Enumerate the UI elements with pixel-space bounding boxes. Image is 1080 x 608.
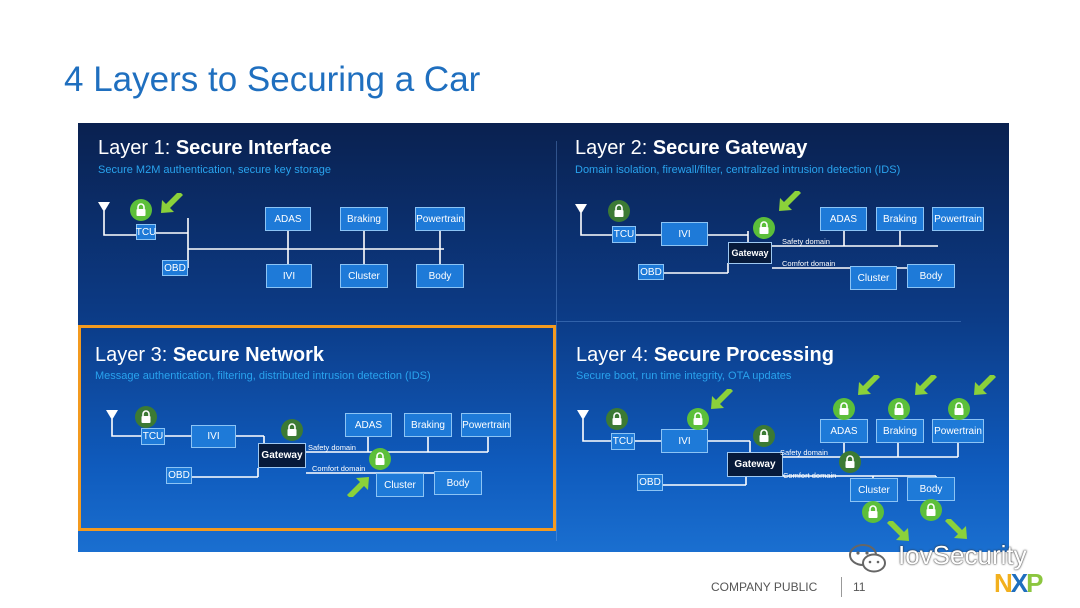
obd-box: OBD — [162, 260, 188, 276]
ivi-box: IVI — [661, 222, 708, 246]
lock-icon — [862, 501, 884, 523]
arrow-icon — [915, 375, 937, 395]
adas-box: ADAS — [820, 419, 868, 443]
cluster-box: Cluster — [340, 264, 388, 288]
arrow-icon — [161, 193, 183, 213]
layer-1-subtitle: Secure M2M authentication, secure key st… — [98, 164, 331, 176]
obd-box: OBD — [166, 467, 192, 484]
braking-box: Braking — [340, 207, 388, 231]
adas-box: ADAS — [820, 207, 867, 231]
antenna-icon — [98, 202, 110, 212]
obd-box: OBD — [637, 474, 663, 491]
adas-box: ADAS — [265, 207, 311, 231]
body-box: Body — [434, 471, 482, 495]
powertrain-box: Powertrain — [415, 207, 465, 231]
arrow-icon — [779, 191, 801, 211]
body-box: Body — [416, 264, 464, 288]
layer-2-subtitle: Domain isolation, firewall/filter, centr… — [575, 164, 901, 176]
lock-icon — [839, 451, 861, 473]
tcu-box: TCU — [136, 224, 156, 240]
braking-box: Braking — [404, 413, 452, 437]
safety-domain-label: Safety domain — [308, 443, 356, 452]
tcu-box: TCU — [141, 428, 165, 445]
cluster-box: Cluster — [850, 478, 898, 502]
antenna-icon — [577, 410, 589, 420]
nxp-logo: NXP — [994, 568, 1044, 598]
powertrain-box: Powertrain — [932, 207, 984, 231]
ivi-box: IVI — [191, 425, 236, 448]
arrow-icon — [887, 521, 909, 541]
vertical-divider — [556, 141, 557, 541]
horizontal-divider — [556, 321, 961, 322]
comfort-domain-label: Comfort domain — [312, 464, 366, 473]
watermark-text: IovSecurity — [898, 540, 1027, 570]
layer-3-subtitle: Message authentication, filtering, distr… — [95, 370, 431, 382]
braking-box: Braking — [876, 207, 924, 231]
body-box: Body — [907, 477, 955, 501]
antenna-icon — [575, 204, 587, 214]
gateway-box: Gateway — [258, 443, 306, 468]
braking-box: Braking — [876, 419, 924, 443]
ivi-box: IVI — [266, 264, 312, 288]
cluster-box: Cluster — [850, 266, 897, 290]
lock-icon — [753, 217, 775, 239]
powertrain-box: Powertrain — [932, 419, 984, 443]
layer-3-title: Layer 3: Secure Network — [95, 344, 324, 366]
arrow-icon — [347, 477, 369, 497]
powertrain-box: Powertrain — [461, 413, 511, 437]
comfort-domain-label: Comfort domain — [783, 471, 837, 480]
adas-box: ADAS — [345, 413, 392, 437]
obd-box: OBD — [638, 264, 664, 280]
lock-icon — [130, 199, 152, 221]
safety-domain-label: Safety domain — [782, 237, 830, 246]
ivi-box: IVI — [661, 429, 708, 453]
layer-4-title: Layer 4: Secure Processing — [576, 344, 834, 366]
body-box: Body — [907, 264, 955, 288]
lock-icon — [753, 425, 775, 447]
arrow-icon — [711, 389, 733, 409]
lock-icon — [948, 398, 970, 420]
tcu-box: TCU — [612, 226, 636, 243]
lock-icon — [608, 200, 630, 222]
lock-icon — [369, 448, 391, 470]
gateway-box: Gateway — [727, 452, 783, 477]
antenna-icon — [106, 410, 118, 420]
lock-icon — [687, 408, 709, 430]
layers-panel: Layer 1: Secure Interface Secure M2M aut… — [78, 123, 1009, 552]
safety-domain-label: Safety domain — [780, 448, 828, 457]
layer-3-highlight-frame — [78, 325, 556, 531]
lock-icon — [833, 398, 855, 420]
layer-4-subtitle: Secure boot, run time integrity, OTA upd… — [576, 370, 792, 382]
arrow-icon — [945, 519, 967, 539]
cluster-box: Cluster — [376, 473, 424, 497]
lock-icon — [920, 499, 942, 521]
tcu-box: TCU — [611, 433, 635, 450]
comfort-domain-label: Comfort domain — [782, 259, 836, 268]
arrow-icon — [858, 375, 880, 395]
lock-icon — [281, 419, 303, 441]
footer-separator — [841, 577, 842, 597]
lock-icon — [606, 408, 628, 430]
gateway-box: Gateway — [728, 242, 772, 264]
wechat-icon — [849, 544, 886, 573]
lock-icon — [888, 398, 910, 420]
page-number: 11 — [853, 580, 866, 594]
arrow-icon — [974, 375, 996, 395]
footer-classification: COMPANY PUBLIC — [711, 580, 818, 594]
slide-title: 4 Layers to Securing a Car — [64, 60, 481, 99]
lock-icon — [135, 406, 157, 428]
layer-1-title: Layer 1: Secure Interface — [98, 137, 332, 159]
layer-2-title: Layer 2: Secure Gateway — [575, 137, 808, 159]
